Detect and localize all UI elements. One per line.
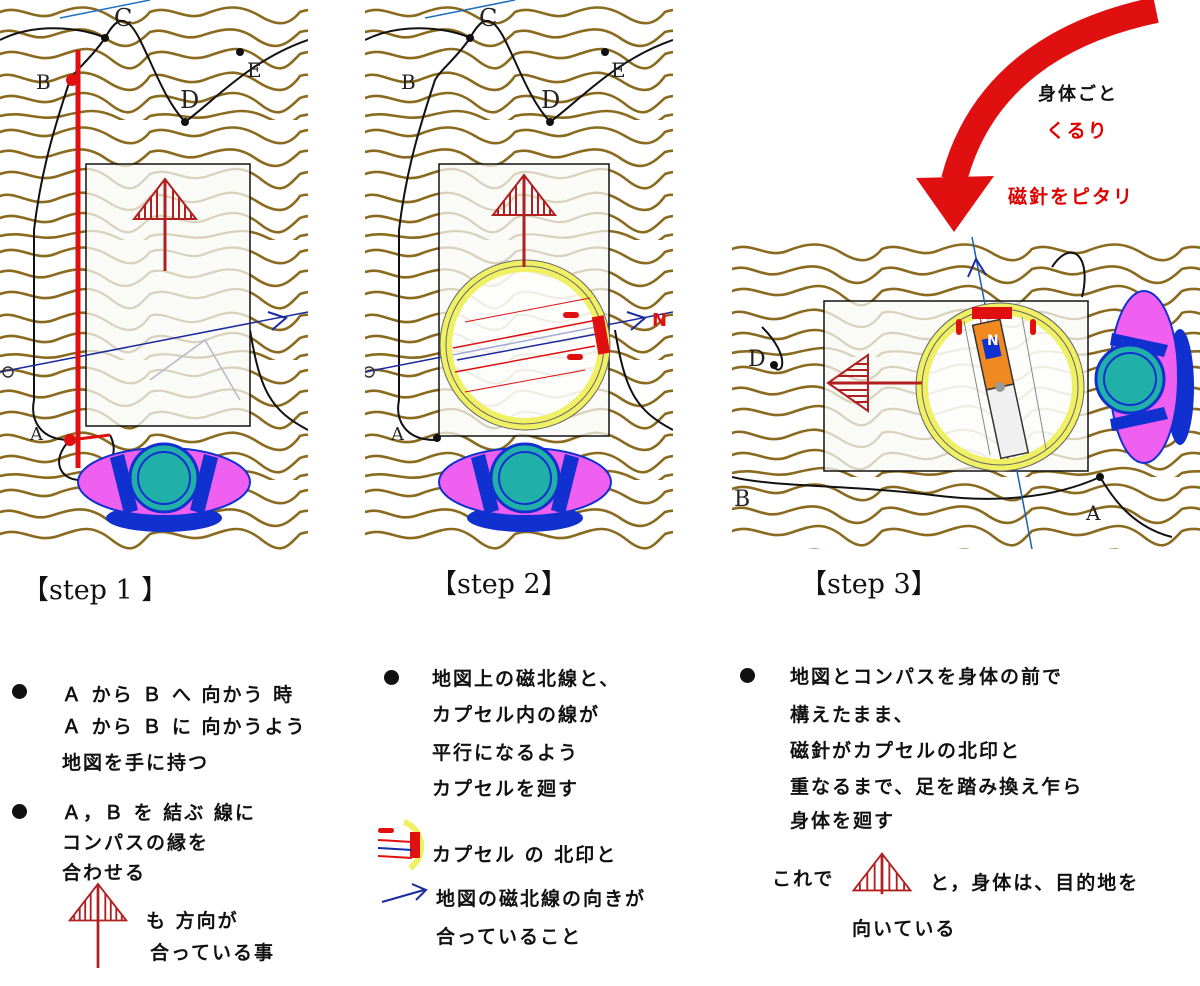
- point-e-label: E: [611, 58, 626, 82]
- magnetic-north-line-icon: [381, 883, 428, 903]
- col3-end-line2: 向いている: [852, 918, 957, 940]
- person-icon: [74, 438, 254, 538]
- col1-b1-line2: Ａ から Ｂ に 向かうよう: [62, 716, 307, 738]
- point-c-label: C: [479, 4, 498, 32]
- capsule-north-mark-icon: [377, 819, 424, 871]
- point-a-label: A: [1086, 501, 1101, 525]
- person-icon: [435, 438, 615, 538]
- needle-n-label: N: [987, 333, 999, 349]
- point-b-label: B: [36, 70, 51, 94]
- col1-b1-line1: Ａ から Ｂ へ 向かう 時: [62, 684, 295, 706]
- col3-b1-line2: 構えたまま、: [790, 704, 915, 726]
- bullet: [12, 684, 27, 699]
- rotate-arrow-icon: [916, 0, 1159, 232]
- step2-label: 【step 2】: [430, 569, 568, 600]
- point-d-label: D: [541, 86, 561, 114]
- step1-map-panel: C D E B A: [0, 0, 308, 550]
- step2-map-panel: C D E B A N: [365, 0, 673, 550]
- col2-legend-line1: カプセル の 北印と: [432, 844, 618, 866]
- direction-arrow-icon: [130, 170, 200, 280]
- point-b-label: B: [734, 487, 751, 512]
- direction-arrow-icon: [66, 880, 130, 972]
- col1-b2-line3: 合わせる: [62, 862, 147, 884]
- col2-b1-line4: カプセルを廻す: [432, 778, 580, 800]
- rotate-text-1: 身体ごと: [1038, 84, 1118, 105]
- point-a-label: A: [30, 424, 43, 445]
- north-n-label: N: [652, 310, 668, 331]
- rotate-text-3: 磁針をピタリ: [1008, 186, 1135, 208]
- col1-arrow-line1: も 方向が: [146, 910, 239, 932]
- bullet: [384, 670, 399, 685]
- col2-legend-line2: 地図の磁北線の向きが: [436, 888, 647, 910]
- col3-b1-line3: 磁針がカプセルの北印と: [790, 740, 1022, 762]
- bullet: [740, 668, 755, 683]
- bullet: [12, 804, 27, 819]
- col3-b1-line5: 身体を廻す: [790, 810, 896, 832]
- step3-label: 【step 3】: [800, 569, 938, 600]
- point-d-label: D: [180, 86, 200, 114]
- col3-b1-line1: 地図とコンパスを身体の前で: [790, 666, 1064, 688]
- col2-b1-line1: 地図上の磁北線と、: [432, 668, 621, 690]
- col1-arrow-line2: 合っている事: [150, 942, 276, 964]
- col1-b1-line3: 地図を手に持つ: [62, 752, 210, 774]
- point-b-label: B: [401, 70, 416, 94]
- point-a-label: A: [391, 424, 404, 445]
- step3-map-panel: D B A N: [732, 237, 1200, 549]
- col3-b1-line4: 重なるまで、足を踏み換え乍ら: [790, 776, 1084, 798]
- direction-arrow-icon: [489, 166, 559, 276]
- point-c-label: C: [114, 4, 133, 32]
- col2-b1-line2: カプセル内の線が: [432, 704, 601, 726]
- col3-end-pre: これで: [772, 868, 835, 890]
- direction-arrow-icon: [851, 852, 913, 895]
- point-e-label: E: [247, 58, 262, 82]
- col3-end-post: と，身体は、目的地を: [930, 872, 1140, 894]
- col1-b2-line2: コンパスの縁を: [62, 832, 210, 854]
- person-icon: [1094, 290, 1194, 464]
- col2-legend-line3: 合っていること: [436, 926, 583, 948]
- rotate-text-2: くるり: [1046, 120, 1109, 142]
- col1-b2-line1: Ａ，Ｂ を 結ぶ 線に: [62, 802, 256, 824]
- step1-label: 【step 1 】: [22, 575, 169, 606]
- point-d-label: D: [748, 347, 766, 372]
- step3-map: [732, 237, 1200, 549]
- col2-b1-line3: 平行になるよう: [432, 742, 580, 764]
- direction-arrow-icon: [826, 353, 922, 413]
